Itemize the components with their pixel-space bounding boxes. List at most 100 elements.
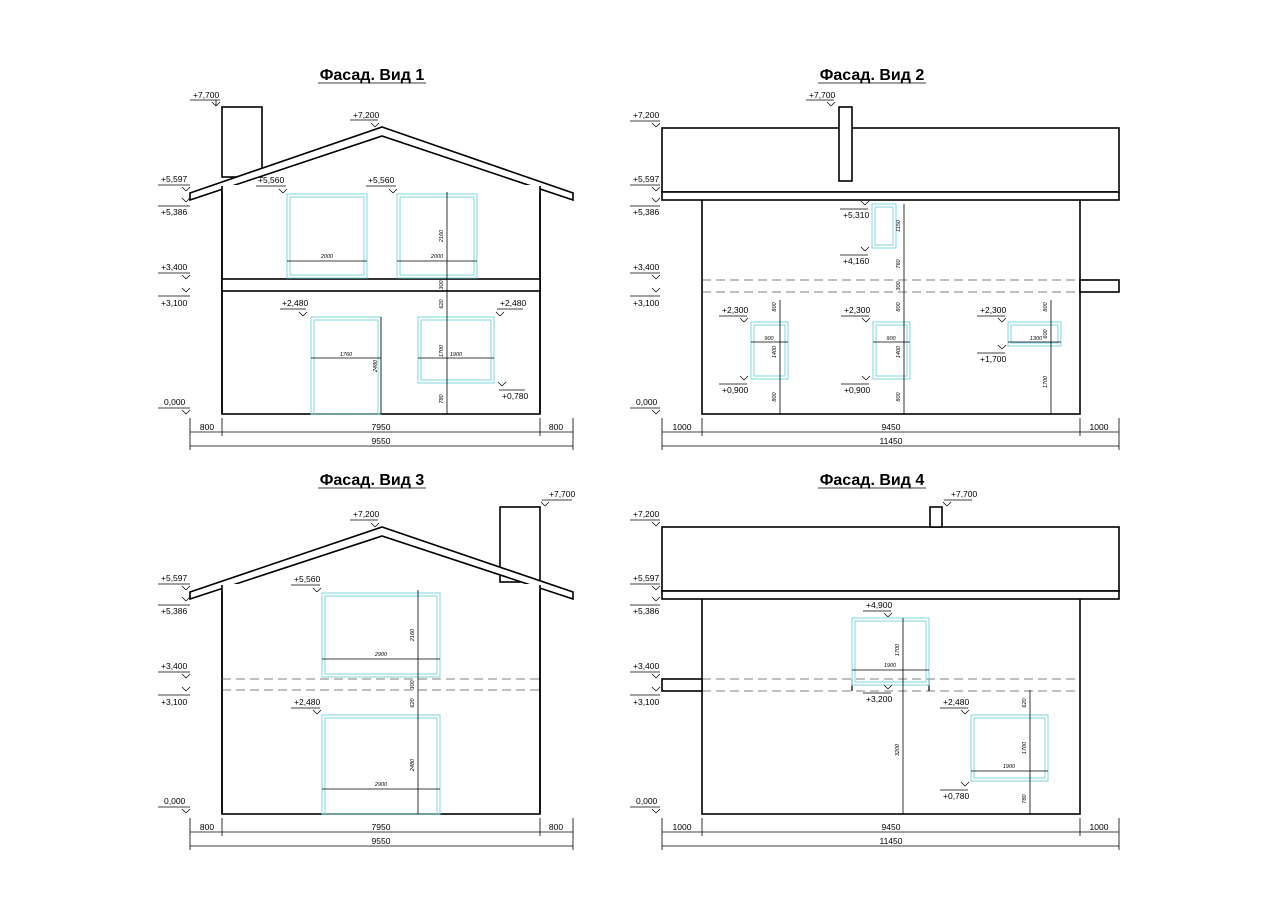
svg-text:800: 800 xyxy=(896,391,902,401)
window xyxy=(417,316,495,384)
svg-text:1000: 1000 xyxy=(673,822,692,832)
svg-text:760: 760 xyxy=(896,258,902,268)
svg-text:800: 800 xyxy=(200,422,214,432)
window xyxy=(970,714,1049,782)
svg-text:+5,597: +5,597 xyxy=(161,573,188,583)
svg-text:+2,300: +2,300 xyxy=(722,305,749,315)
title-view-4: Фасад. Вид 4 xyxy=(820,472,925,489)
svg-text:1700: 1700 xyxy=(895,643,901,656)
window xyxy=(321,592,441,678)
svg-text:+5,560: +5,560 xyxy=(294,574,321,584)
svg-text:+5,560: +5,560 xyxy=(258,175,285,185)
wall xyxy=(701,197,1081,415)
gable-roof xyxy=(189,526,574,601)
svg-text:2900: 2900 xyxy=(374,652,388,658)
svg-text:+1,700: +1,700 xyxy=(980,354,1007,364)
svg-text:+3,400: +3,400 xyxy=(633,262,660,272)
svg-text:+3,400: +3,400 xyxy=(161,262,188,272)
svg-text:1760: 1760 xyxy=(340,352,353,358)
svg-text:+2,480: +2,480 xyxy=(500,298,527,308)
svg-text:1700: 1700 xyxy=(1043,375,1049,388)
svg-text:11450: 11450 xyxy=(879,836,902,846)
svg-text:0,000: 0,000 xyxy=(636,796,658,806)
window xyxy=(1007,321,1062,347)
svg-text:11450: 11450 xyxy=(879,436,902,446)
svg-text:620: 620 xyxy=(1022,697,1028,707)
svg-text:+5,386: +5,386 xyxy=(161,207,188,217)
svg-text:300: 300 xyxy=(896,280,902,290)
title-view-2: Фасад. Вид 2 xyxy=(820,67,925,84)
svg-text:1900: 1900 xyxy=(450,352,463,358)
svg-text:+7,200: +7,200 xyxy=(353,110,380,120)
svg-text:620: 620 xyxy=(439,298,445,308)
svg-text:+5,386: +5,386 xyxy=(633,606,660,616)
svg-text:+2,480: +2,480 xyxy=(282,298,309,308)
facade-view-2: 1150 760 300 800 800 800 900 1400 900 14… xyxy=(630,90,1120,450)
svg-text:2160: 2160 xyxy=(439,229,445,243)
svg-text:2900: 2900 xyxy=(374,782,388,788)
svg-text:1700: 1700 xyxy=(1022,741,1028,754)
title-view-1: Фасад. Вид 1 xyxy=(320,67,425,84)
svg-text:+5,560: +5,560 xyxy=(368,175,395,185)
svg-text:9450: 9450 xyxy=(882,422,901,432)
svg-text:9550: 9550 xyxy=(372,436,391,446)
window xyxy=(851,617,930,686)
svg-text:+2,480: +2,480 xyxy=(943,697,970,707)
svg-text:+5,310: +5,310 xyxy=(843,210,870,220)
window xyxy=(286,193,368,279)
svg-text:+7,200: +7,200 xyxy=(353,509,380,519)
title-view-3: Фасад. Вид 3 xyxy=(320,472,425,489)
svg-text:800: 800 xyxy=(200,822,214,832)
svg-text:780: 780 xyxy=(1022,793,1028,803)
svg-text:1400: 1400 xyxy=(896,345,902,358)
gable-roof xyxy=(189,126,574,202)
svg-text:+5,386: +5,386 xyxy=(161,606,188,616)
svg-text:+5,386: +5,386 xyxy=(633,207,660,217)
svg-text:0,000: 0,000 xyxy=(164,796,186,806)
svg-text:+0,780: +0,780 xyxy=(943,791,970,801)
svg-text:+7,200: +7,200 xyxy=(633,110,660,120)
svg-text:800: 800 xyxy=(896,301,902,311)
svg-text:800: 800 xyxy=(772,301,778,311)
svg-text:1000: 1000 xyxy=(1090,822,1109,832)
svg-text:2000: 2000 xyxy=(320,254,334,260)
svg-text:+3,100: +3,100 xyxy=(161,298,188,308)
svg-text:2000: 2000 xyxy=(430,254,444,260)
svg-text:9450: 9450 xyxy=(882,822,901,832)
svg-text:7950: 7950 xyxy=(372,822,391,832)
svg-text:1400: 1400 xyxy=(772,345,778,358)
svg-text:300: 300 xyxy=(410,679,416,689)
window xyxy=(872,321,911,380)
svg-text:600: 600 xyxy=(1043,328,1049,338)
svg-text:800: 800 xyxy=(1043,301,1049,311)
svg-text:1000: 1000 xyxy=(673,422,692,432)
svg-text:900: 900 xyxy=(886,336,896,342)
svg-text:0,000: 0,000 xyxy=(164,397,186,407)
svg-text:7950: 7950 xyxy=(372,422,391,432)
svg-text:800: 800 xyxy=(549,422,563,432)
chimney xyxy=(221,106,263,178)
svg-text:+3,100: +3,100 xyxy=(161,697,188,707)
floor-slab xyxy=(221,278,541,292)
eave xyxy=(661,191,1120,201)
svg-text:0,000: 0,000 xyxy=(636,397,658,407)
svg-text:+0,900: +0,900 xyxy=(844,385,871,395)
svg-text:+3,200: +3,200 xyxy=(866,694,893,704)
svg-text:800: 800 xyxy=(772,391,778,401)
svg-text:+4,160: +4,160 xyxy=(843,256,870,266)
svg-text:1700: 1700 xyxy=(439,344,445,357)
svg-text:+5,597: +5,597 xyxy=(633,174,660,184)
svg-text:+0,900: +0,900 xyxy=(722,385,749,395)
svg-text:+7,700: +7,700 xyxy=(809,90,836,100)
svg-text:2480: 2480 xyxy=(373,359,379,373)
balcony-slab xyxy=(661,678,703,692)
window xyxy=(871,203,897,249)
facade-view-4: 1900 1700 3200 620 1900 1700 780 +7,700 … xyxy=(630,489,1120,850)
svg-text:780: 780 xyxy=(439,393,445,403)
svg-text:300: 300 xyxy=(439,279,445,289)
svg-text:+2,300: +2,300 xyxy=(844,305,871,315)
chimney xyxy=(929,506,943,528)
svg-text:1150: 1150 xyxy=(896,219,902,232)
svg-text:1900: 1900 xyxy=(1003,764,1016,770)
